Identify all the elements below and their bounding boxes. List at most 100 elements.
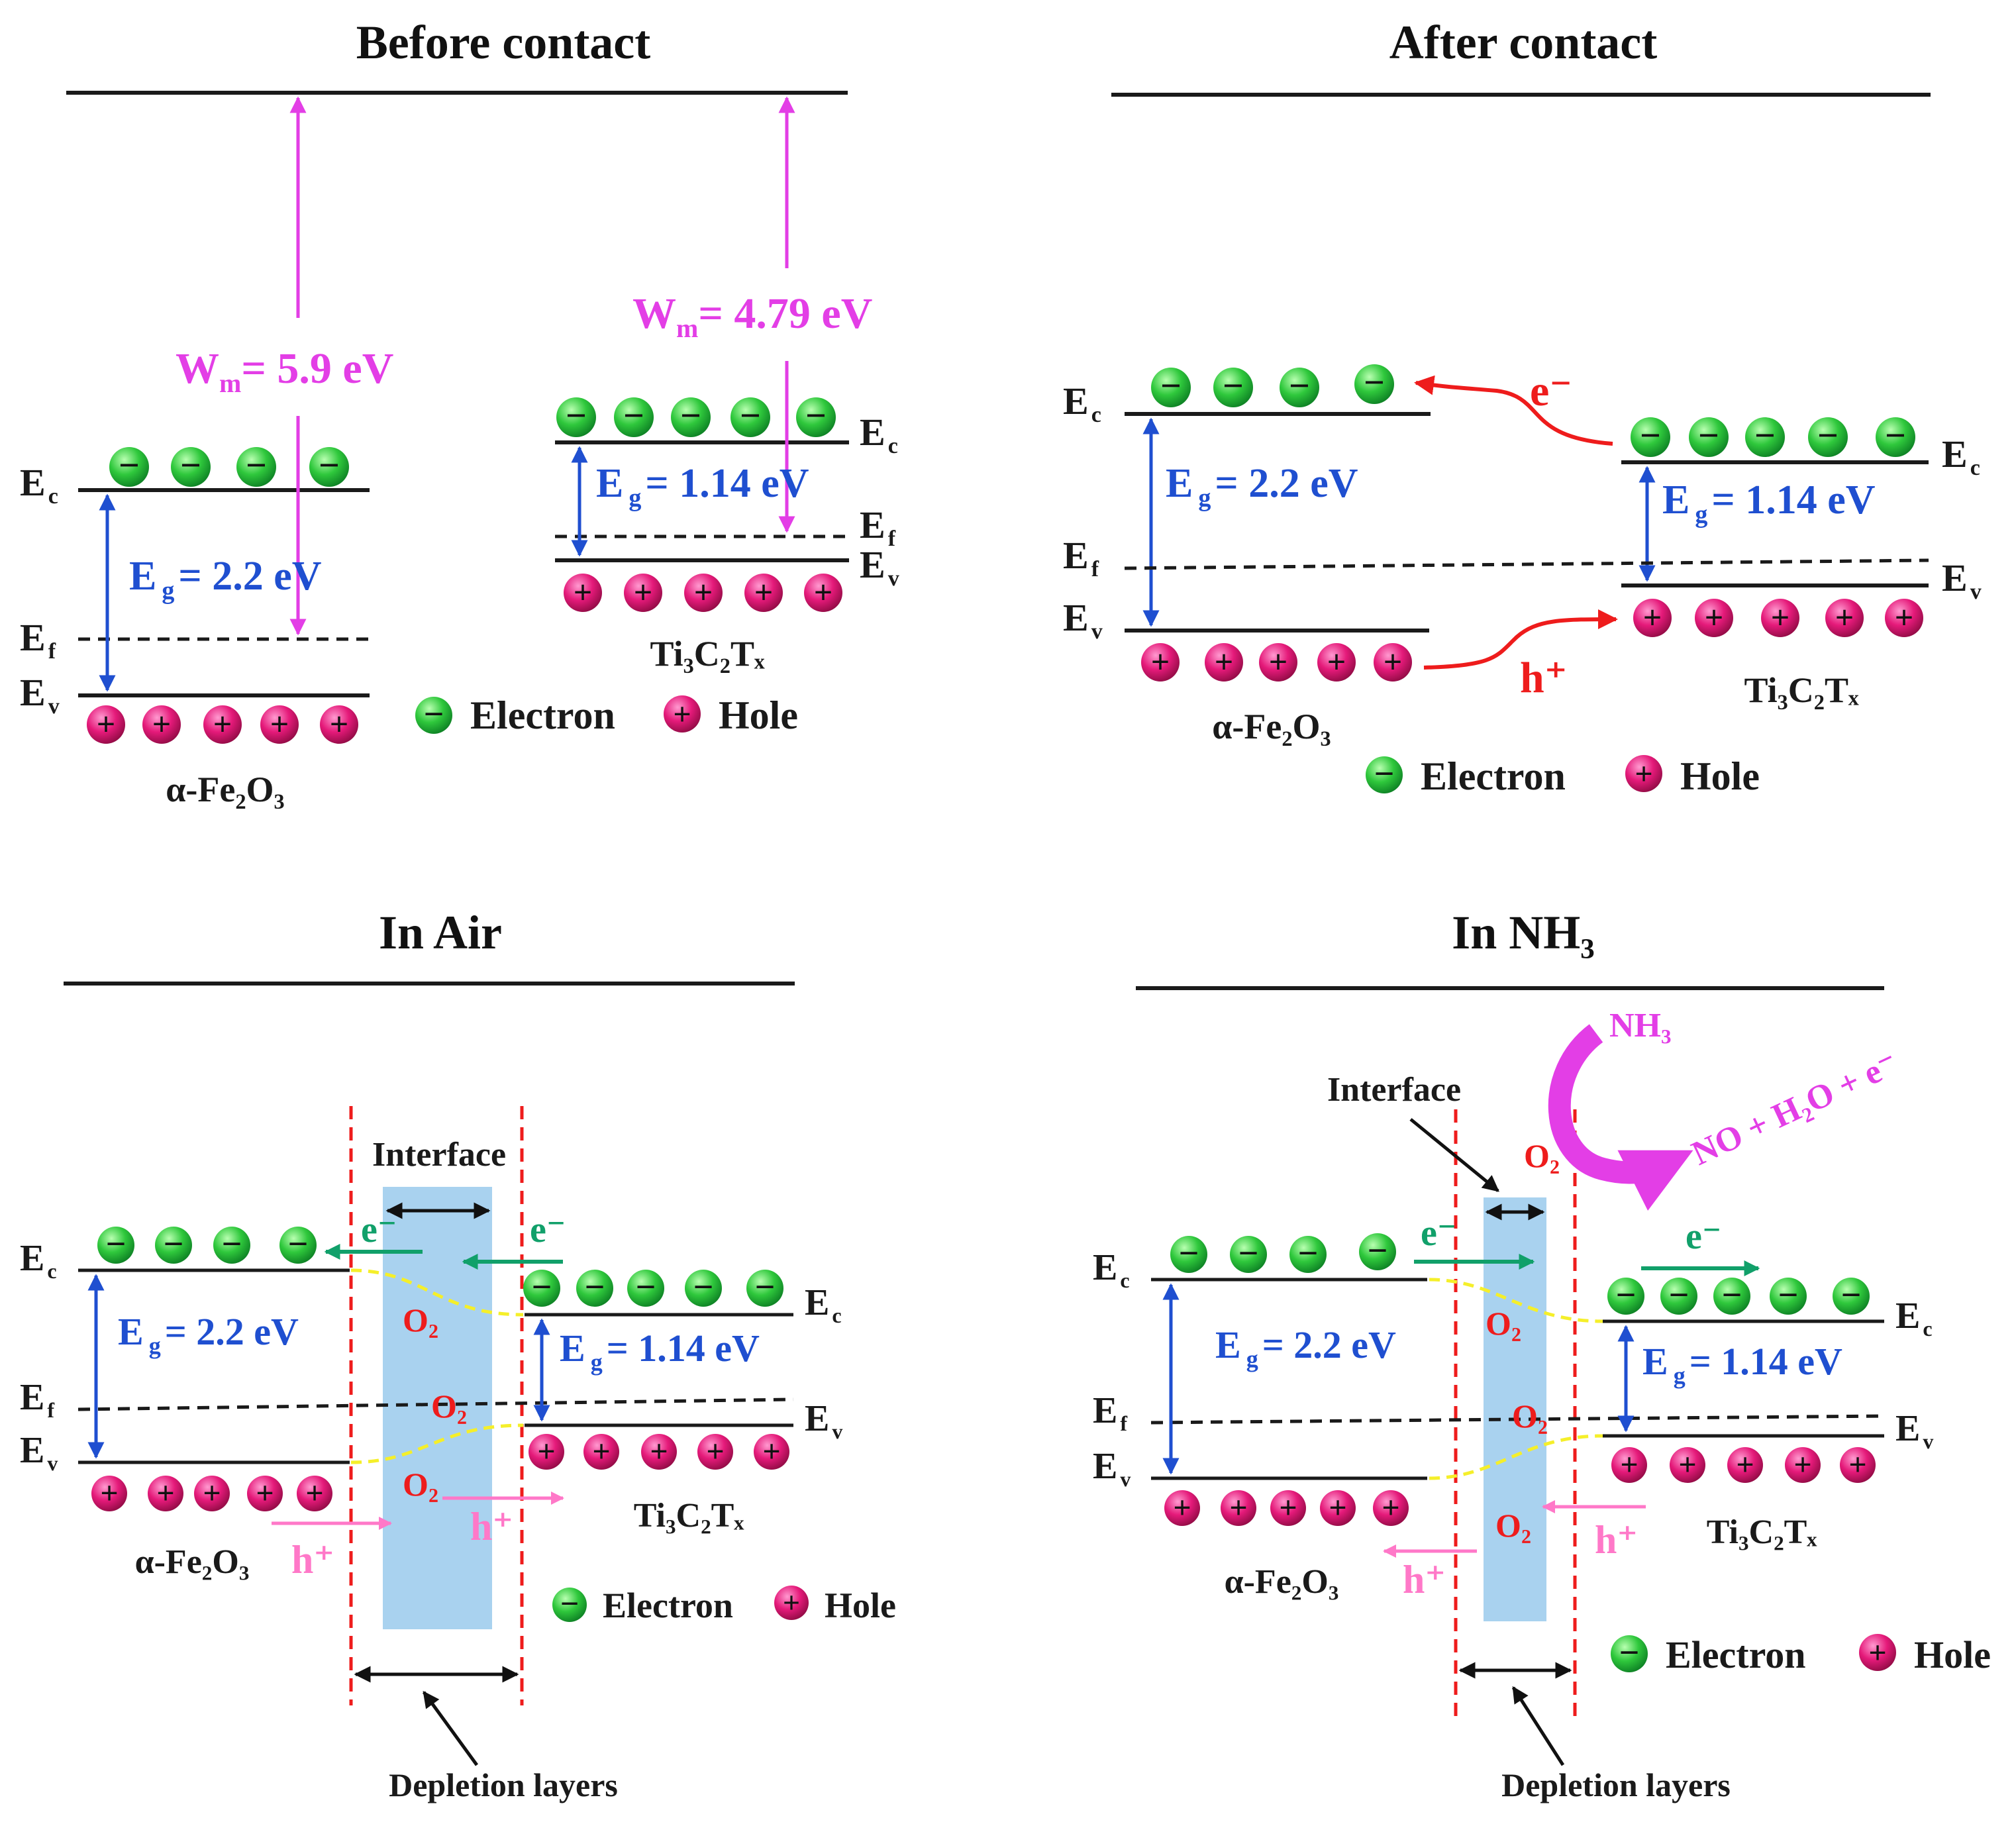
ti-electrons: − − − − − — [1631, 415, 1915, 457]
electron: − — [1660, 1275, 1697, 1315]
fe-holes: + + + + + — [91, 1476, 332, 1511]
svg-text:−: − — [1238, 1233, 1259, 1273]
electron: − — [731, 395, 770, 437]
fe-material-label: α-Fe₂O₃ — [166, 770, 284, 809]
electron-flow-label: e⁻ — [1686, 1216, 1721, 1257]
common-fermi-level — [1150, 1414, 1885, 1425]
svg-text:−: − — [1640, 415, 1661, 456]
svg-text:−: − — [1374, 754, 1395, 793]
svg-text:+: + — [305, 1476, 323, 1511]
svg-text:+: + — [1868, 1635, 1886, 1670]
hole: + — [247, 1476, 283, 1511]
electron: − — [1876, 415, 1915, 457]
panel-title-before: Before contact — [356, 16, 651, 69]
panel-title-nh3: In NH₃ — [1452, 906, 1595, 959]
fe-electrons: − − − − — [97, 1224, 317, 1264]
legend-hole-label: Hole — [719, 693, 798, 737]
electron: − — [1359, 1231, 1396, 1270]
electron: − — [1631, 415, 1670, 457]
svg-text:+: + — [100, 1476, 118, 1511]
svg-text:−: − — [1754, 415, 1776, 456]
fe-electrons: − − − − — [1170, 1231, 1396, 1273]
svg-text:−: − — [1289, 366, 1310, 407]
legend-hole-label: Hole — [1914, 1633, 1991, 1676]
svg-text:+: + — [592, 1434, 610, 1469]
svg-text:+: + — [814, 574, 833, 611]
depletion-label: Depletion layers — [1501, 1766, 1731, 1803]
hole: + — [91, 1476, 127, 1511]
svg-text:−: − — [1841, 1275, 1862, 1315]
svg-text:−: − — [585, 1267, 605, 1307]
hole: + — [1141, 643, 1180, 682]
panel-title-after: After contact — [1389, 16, 1657, 69]
svg-text:+: + — [1793, 1447, 1811, 1482]
fe-electrons: − − − − — [109, 445, 349, 487]
electron: − — [1833, 1275, 1870, 1315]
ti-material-label: Ti₃C₂Tₓ — [650, 634, 765, 674]
ti-holes: + + + + + — [1611, 1447, 1876, 1483]
hole: + — [260, 705, 299, 744]
svg-text:−: − — [680, 395, 701, 436]
fe-material-label: α-Fe₂O₃ — [1225, 1563, 1339, 1601]
svg-text:+: + — [634, 574, 653, 611]
svg-text:−: − — [532, 1267, 552, 1307]
svg-text:+: + — [1835, 599, 1854, 636]
legend-hole-label: Hole — [825, 1586, 896, 1625]
electron-legend-icon: − — [1366, 754, 1403, 793]
svg-text:+: + — [97, 705, 116, 742]
oxygen-label: O₂ — [431, 1388, 467, 1425]
hole: + — [564, 574, 602, 612]
svg-text:−: − — [222, 1224, 242, 1264]
hole: + — [1205, 643, 1243, 682]
fe-holes: + + + + + — [1164, 1490, 1409, 1526]
hole: + — [754, 1434, 789, 1470]
electron: − — [155, 1224, 192, 1264]
nh3-label: NH₃ — [1609, 1007, 1672, 1044]
svg-text:+: + — [537, 1434, 555, 1469]
hole: + — [697, 1434, 733, 1470]
electron: − — [796, 395, 836, 437]
hole: + — [1270, 1490, 1306, 1526]
electron-legend-icon: − — [552, 1585, 587, 1622]
svg-text:−: − — [636, 1267, 656, 1307]
svg-text:+: + — [1215, 643, 1234, 680]
hole: + — [1317, 643, 1356, 682]
svg-text:+: + — [213, 705, 232, 742]
hole: + — [1164, 1490, 1200, 1526]
electron: − — [171, 445, 211, 487]
hole: + — [1695, 599, 1733, 637]
bent-conduction-band — [350, 1268, 524, 1317]
electron: − — [671, 395, 711, 437]
oxygen-label: O₂ — [403, 1301, 438, 1339]
oxygen-label: O₂ — [1495, 1507, 1531, 1544]
svg-text:−: − — [805, 395, 827, 436]
ti-electrons: − − − − − — [1607, 1275, 1870, 1315]
svg-text:+: + — [1327, 643, 1346, 680]
oxygen-label: O₂ — [1512, 1397, 1548, 1435]
svg-text:−: − — [740, 395, 761, 436]
ti-material-label: Ti₃C₂Tₓ — [1707, 1513, 1818, 1551]
legend-nh3: − Electron + Hole — [1611, 1633, 1991, 1676]
ti-workfunction-label: Wm= 4.79 eV — [632, 289, 872, 343]
hole: + — [1611, 1447, 1647, 1483]
electron: − — [1689, 415, 1729, 457]
legend-electron-label: Electron — [1421, 754, 1566, 798]
hole: + — [1320, 1490, 1356, 1526]
hole: + — [1259, 643, 1297, 682]
svg-text:+: + — [694, 574, 713, 611]
electron: − — [1713, 1275, 1750, 1315]
electron: − — [1607, 1275, 1644, 1315]
svg-text:+: + — [673, 697, 691, 732]
svg-text:+: + — [1678, 1447, 1696, 1482]
svg-text:−: − — [1778, 1275, 1799, 1315]
oxygen-label: O₂ — [403, 1466, 438, 1503]
hole: + — [87, 705, 125, 744]
electron: − — [1745, 415, 1785, 457]
